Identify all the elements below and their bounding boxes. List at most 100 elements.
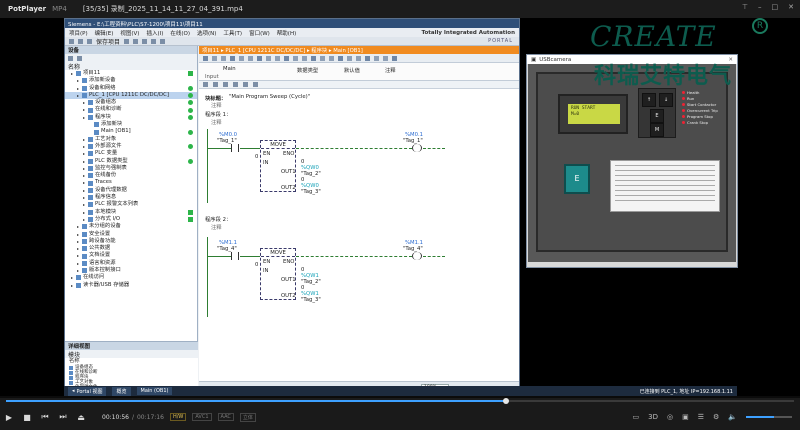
menu-item-3[interactable]: 插入(I): [146, 30, 164, 37]
expand-arrow-icon[interactable]: ▸: [83, 216, 86, 222]
copy-icon[interactable]: [133, 38, 139, 44]
expand-arrow-icon[interactable]: ▸: [71, 275, 74, 281]
close-branch-icon[interactable]: [253, 82, 258, 87]
expand-arrow-icon[interactable]: ▸: [77, 92, 80, 98]
taskbar-overview[interactable]: 概览: [112, 386, 131, 396]
network-1-contact-addr[interactable]: %M0.0: [219, 132, 238, 138]
expand-arrow-icon[interactable]: ▸: [83, 202, 86, 208]
menu-item-7[interactable]: 窗口(W): [249, 30, 270, 37]
menu-item-4[interactable]: 在线(O): [170, 30, 190, 37]
network-1-out2-addr[interactable]: %QW0: [301, 183, 319, 189]
block-title-value[interactable]: "Main Program Sweep (Cycle)": [229, 94, 311, 100]
interface-row-input[interactable]: Input: [205, 74, 219, 80]
tree-item[interactable]: ▸项目11: [65, 70, 197, 77]
taskbar-main-ob1[interactable]: Main (OB1): [136, 387, 173, 395]
editor-tool-icon[interactable]: [320, 55, 325, 61]
tree-item[interactable]: ▸PLC_1 [CPU 1211C DC/DC/DC]: [65, 91, 197, 100]
expand-arrow-icon[interactable]: ▸: [71, 71, 74, 76]
settings-icon[interactable]: ⚙: [713, 413, 720, 421]
block-comment[interactable]: 注释: [211, 103, 222, 109]
menu-item-5[interactable]: 选项(N): [197, 30, 217, 37]
editor-tool-icon[interactable]: [365, 55, 370, 61]
tree-item[interactable]: ▸安全设置: [65, 231, 197, 238]
detail-item[interactable]: 工艺对象: [65, 380, 198, 385]
tree-item[interactable]: ▸在线和诊断: [65, 106, 197, 113]
tree-item[interactable]: ▸语言和资源: [65, 260, 197, 267]
network-2-out2-tag[interactable]: "Tag_3": [301, 297, 321, 303]
pin-icon[interactable]: ⊤: [741, 3, 748, 11]
tree-item[interactable]: ▸文档设置: [65, 252, 197, 259]
expand-arrow-icon[interactable]: ▸: [77, 260, 80, 266]
capture-icon[interactable]: ▣: [682, 413, 689, 421]
play-icon[interactable]: ▶: [5, 412, 13, 422]
tree-item[interactable]: ▸在线备份: [65, 172, 197, 179]
seek-track[interactable]: [6, 398, 794, 404]
network-2-contact-tag[interactable]: "Tag_4": [217, 246, 237, 252]
network-1-label[interactable]: 程序段 1：: [205, 112, 232, 118]
tree-item[interactable]: ▸本地模块: [65, 209, 197, 216]
network-1-coil-addr[interactable]: %M0.1: [405, 132, 424, 138]
network-2-contact-addr[interactable]: %M1.1: [219, 240, 238, 246]
volume-icon[interactable]: 🔈: [728, 413, 737, 421]
tree-view-icon[interactable]: [77, 55, 82, 61]
editor-tool-icon[interactable]: [329, 55, 334, 61]
detail-view-header[interactable]: 详细视图: [65, 342, 198, 350]
menu-item-1[interactable]: 编辑(E): [94, 30, 114, 37]
tree-item[interactable]: ▸读卡器/USB 存储器: [65, 282, 197, 289]
network-2-move-box[interactable]: MOVE EN ENO IN OUT1 OUT2: [260, 248, 296, 300]
portal-view-button[interactable]: ◂ Portal 视图: [68, 386, 107, 396]
editor-tool-icon[interactable]: [275, 55, 280, 61]
eject-icon[interactable]: ⏏: [77, 412, 85, 422]
network-1-comment[interactable]: 注释: [211, 120, 222, 126]
network-2-out2-addr[interactable]: %QW1: [301, 291, 319, 297]
menu-item-0[interactable]: 项目(P): [69, 30, 88, 37]
expand-arrow-icon[interactable]: ▸: [77, 238, 80, 244]
editor-tool-icon[interactable]: [392, 55, 397, 61]
network-1-coil[interactable]: [412, 144, 422, 152]
network-2-coil-tag[interactable]: "Tag_4": [403, 246, 423, 252]
menu-item-8[interactable]: 帮助(H): [276, 30, 297, 37]
tree-item[interactable]: ▸在线访问: [65, 274, 197, 281]
editor-tool-icon[interactable]: [356, 55, 361, 61]
editor-tool-icon[interactable]: [266, 55, 271, 61]
editor-tool-icon[interactable]: [338, 55, 343, 61]
tree-item[interactable]: ▸设备和网络: [65, 85, 197, 92]
maximize-icon[interactable]: □: [771, 3, 779, 11]
coil-icon[interactable]: [223, 82, 228, 87]
expand-arrow-icon[interactable]: ▸: [83, 100, 86, 106]
network-2-label[interactable]: 程序段 2：: [205, 217, 232, 223]
expand-arrow-icon[interactable]: ▸: [83, 165, 86, 171]
app-name[interactable]: PotPlayer: [8, 5, 47, 13]
editor-tool-icon[interactable]: [302, 55, 307, 61]
expand-arrow-icon[interactable]: ▸: [77, 85, 80, 91]
tree-item[interactable]: 添加新块: [65, 121, 197, 128]
nc-contact-icon[interactable]: [213, 82, 218, 87]
tree-item[interactable]: ▸版本控制接口: [65, 267, 197, 274]
next-icon[interactable]: ⏭: [59, 412, 67, 421]
tree-item[interactable]: ▸未分组的设备: [65, 223, 197, 230]
expand-arrow-icon[interactable]: ▸: [77, 268, 80, 274]
tree-item[interactable]: ▸监控与强制表: [65, 165, 197, 172]
tree-item[interactable]: ▸程序块: [65, 114, 197, 121]
ladder-area[interactable]: 块标题： "Main Program Sweep (Cycle)" 注释 程序段…: [199, 91, 519, 381]
save-project-icon[interactable]: [87, 38, 92, 44]
new-project-icon[interactable]: [69, 38, 74, 44]
expand-arrow-icon[interactable]: ▸: [77, 224, 80, 230]
network-1-move-box[interactable]: MOVE EN ENO IN OUT1 OUT2: [260, 140, 296, 192]
editor-tool-icon[interactable]: [383, 55, 388, 61]
editor-tool-icon[interactable]: [203, 55, 208, 61]
network-1-coil-tag[interactable]: "Tag_1": [403, 138, 423, 144]
expand-arrow-icon[interactable]: ▸: [71, 282, 74, 288]
expand-arrow-icon[interactable]: ▸: [83, 158, 86, 164]
tree-item[interactable]: ▸工艺对象: [65, 136, 197, 143]
detail-item[interactable]: 在线和诊断: [65, 370, 198, 375]
tree-item[interactable]: ▸PLC 报警文本列表: [65, 201, 197, 208]
network-1-in-value[interactable]: 0: [255, 154, 259, 160]
tree-item[interactable]: ▸公共数据: [65, 245, 197, 252]
network-2-comment[interactable]: 注释: [211, 225, 222, 231]
open-branch-icon[interactable]: [243, 82, 248, 87]
previous-icon[interactable]: ⏮: [41, 412, 49, 421]
tree-item[interactable]: ▸PLC 数据类型: [65, 158, 197, 165]
expand-arrow-icon[interactable]: ▸: [83, 114, 86, 120]
detail-item[interactable]: 设备组态: [65, 365, 198, 370]
